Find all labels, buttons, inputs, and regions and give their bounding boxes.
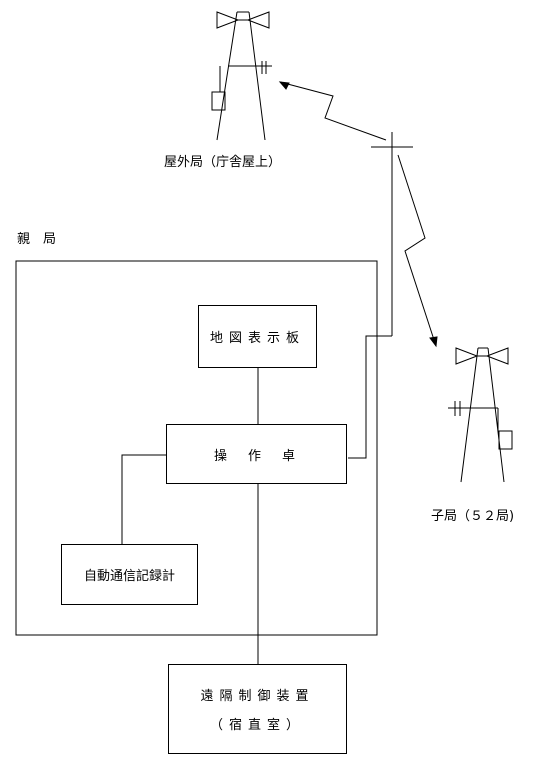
base-station-frame: [15, 260, 378, 636]
base-station-label: 親 局: [17, 232, 57, 247]
slave-station-label: 子局（５２局): [431, 509, 515, 524]
outdoor-station-label: 屋外局（庁舎屋上）: [164, 155, 282, 170]
map-display-board-box: 地図表示板: [198, 305, 317, 368]
night-duty-room-label: （宿直室）: [209, 718, 305, 733]
auto-comm-recorder-box: 自動通信記録計: [61, 544, 198, 605]
console-box: 操 作 卓: [166, 424, 347, 484]
slave-station-tower-icon: [448, 347, 513, 483]
console-label: 操 作 卓: [213, 448, 299, 464]
connection-lines: [121, 368, 259, 664]
relay-antenna-icon: [348, 132, 413, 459]
remote-control-box: 遠隔制御装置 （宿直室）: [168, 664, 347, 754]
remote-control-label: 遠隔制御装置: [200, 689, 315, 704]
radio-link-arrows: [278, 81, 438, 348]
auto-comm-recorder-label: 自動通信記録計: [83, 569, 175, 584]
map-display-board-label: 地図表示板: [209, 331, 305, 346]
outdoor-station-tower-icon: [211, 11, 272, 141]
